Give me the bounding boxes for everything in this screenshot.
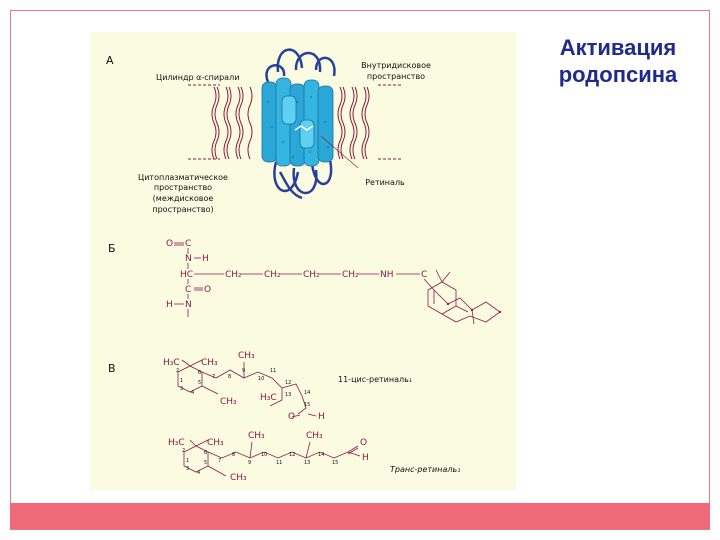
rhodopsin-protein xyxy=(261,48,336,200)
title-line-1: Активация xyxy=(559,35,677,60)
rhodopsin-figure: А Цилиндр α-спирали Внутридисковое прост… xyxy=(106,48,502,483)
cis-retinal-bonds xyxy=(177,359,317,418)
b-ionone-ring xyxy=(427,269,469,315)
panel-a-letter: А xyxy=(106,54,114,67)
svg-text:CH₃: CH₃ xyxy=(248,431,265,441)
svg-text:2: 2 xyxy=(182,448,185,454)
right-membrane-helices xyxy=(337,86,370,160)
svg-text:7: 7 xyxy=(212,374,215,380)
slide-title: Активация родопсина xyxy=(548,34,688,88)
svg-text:4: 4 xyxy=(197,470,200,476)
intradisc-label-1: Внутридисковое xyxy=(361,61,431,70)
svg-text:CH₃: CH₃ xyxy=(220,397,237,407)
svg-text:15: 15 xyxy=(304,402,310,408)
intradisc-label-2: пространство xyxy=(367,72,425,81)
svg-text:15: 15 xyxy=(332,460,338,466)
svg-text:CH₃: CH₃ xyxy=(201,358,218,368)
schiff-base-bonds xyxy=(174,242,501,325)
svg-text:CH₃: CH₃ xyxy=(207,438,224,448)
svg-text:3: 3 xyxy=(186,466,189,472)
cyto-label-3: (междисковое xyxy=(153,194,214,203)
cis-atom-numbers: 1 2 3 4 5 6 7 8 9 10 11 12 13 14 15 xyxy=(176,368,310,408)
trans-retinal-label: Транс-ретиналь₁ xyxy=(390,465,460,474)
svg-text:CH₃: CH₃ xyxy=(306,431,323,441)
svg-text:3: 3 xyxy=(180,386,183,392)
trans-retinal-bonds xyxy=(183,439,361,477)
svg-text:NH: NH xyxy=(380,270,394,280)
b-chain-dots xyxy=(446,302,502,314)
svg-text:C: C xyxy=(185,285,191,295)
retinal-label: Ретиналь xyxy=(365,178,405,187)
svg-text:H: H xyxy=(202,254,209,264)
svg-text:CH₂: CH₂ xyxy=(342,270,359,280)
svg-text:6: 6 xyxy=(204,450,207,456)
svg-text:7: 7 xyxy=(218,458,221,464)
svg-text:C: C xyxy=(421,270,427,280)
svg-text:N: N xyxy=(185,254,192,264)
svg-text:O: O xyxy=(360,438,367,448)
svg-text:O: O xyxy=(204,285,211,295)
svg-text:H₃C: H₃C xyxy=(163,358,180,368)
svg-text:H: H xyxy=(166,300,173,310)
svg-text:O: O xyxy=(288,412,295,422)
cyto-label-2: пространство xyxy=(154,183,212,192)
trans-atom-numbers: 1 2 3 4 5 6 7 8 9 10 11 12 13 14 15 xyxy=(182,448,338,476)
panel-v-letter: В xyxy=(108,362,116,375)
cis-retinal-label: 11-цис-ретиналь₁ xyxy=(338,375,412,384)
retinal-chromophore xyxy=(294,125,314,131)
cyto-label-4: пространство) xyxy=(152,205,213,214)
svg-text:CH₂: CH₂ xyxy=(225,270,242,280)
svg-text:1: 1 xyxy=(186,458,189,464)
retinal-leader-line xyxy=(320,135,359,169)
svg-text:9: 9 xyxy=(248,460,251,466)
svg-text:O: O xyxy=(166,239,173,249)
bottom-accent-bar xyxy=(10,503,710,529)
svg-text:8: 8 xyxy=(232,452,235,458)
membrane-boundaries xyxy=(188,84,402,160)
figure-panel: А Цилиндр α-спирали Внутридисковое прост… xyxy=(90,32,516,490)
svg-text:CH₂: CH₂ xyxy=(303,270,320,280)
svg-text:CH₃: CH₃ xyxy=(238,351,255,361)
title-line-2: родопсина xyxy=(558,62,678,87)
svg-text:2: 2 xyxy=(176,368,179,374)
svg-text:5: 5 xyxy=(204,460,207,466)
svg-text:CH₃: CH₃ xyxy=(230,473,247,483)
svg-text:N: N xyxy=(185,300,192,310)
svg-text:HC: HC xyxy=(180,270,193,280)
svg-text:4: 4 xyxy=(191,390,194,396)
svg-text:10: 10 xyxy=(261,452,267,458)
svg-text:1: 1 xyxy=(180,378,183,384)
cis-retinal-formula: H₃C CH₃ CH₃ CH₃ H₃C O H xyxy=(163,351,325,422)
svg-text:CH₂: CH₂ xyxy=(264,270,281,280)
svg-text:11: 11 xyxy=(276,460,282,466)
schiff-base-formula: O C N H HC CH₂ CH₂ CH₂ CH₂ NH C C O H N xyxy=(166,239,427,310)
svg-text:9: 9 xyxy=(242,368,245,374)
svg-text:C: C xyxy=(185,239,191,249)
svg-text:13: 13 xyxy=(304,460,310,466)
svg-text:10: 10 xyxy=(258,376,264,382)
panel-b-letter: Б xyxy=(108,242,116,255)
svg-text:12: 12 xyxy=(289,452,295,458)
cyto-label-1: Цитоплазматическое xyxy=(138,173,228,182)
helices-label: Цилиндр α-спирали xyxy=(156,73,239,82)
svg-text:5: 5 xyxy=(198,380,201,386)
slide-frame xyxy=(10,10,710,530)
trans-retinal-formula: H₃C CH₃ CH₃ CH₃ CH₃ O H xyxy=(168,431,369,483)
svg-text:14: 14 xyxy=(304,390,310,396)
left-membrane-helices xyxy=(211,86,253,160)
svg-text:H: H xyxy=(318,412,325,422)
svg-text:H₃C: H₃C xyxy=(260,393,277,403)
svg-text:14: 14 xyxy=(318,452,324,458)
svg-text:8: 8 xyxy=(228,374,231,380)
svg-text:12: 12 xyxy=(285,380,291,386)
svg-text:H₃C: H₃C xyxy=(168,438,185,448)
svg-text:13: 13 xyxy=(285,392,291,398)
svg-text:11: 11 xyxy=(270,368,276,374)
svg-text:6: 6 xyxy=(198,370,201,376)
svg-text:H: H xyxy=(362,453,369,463)
